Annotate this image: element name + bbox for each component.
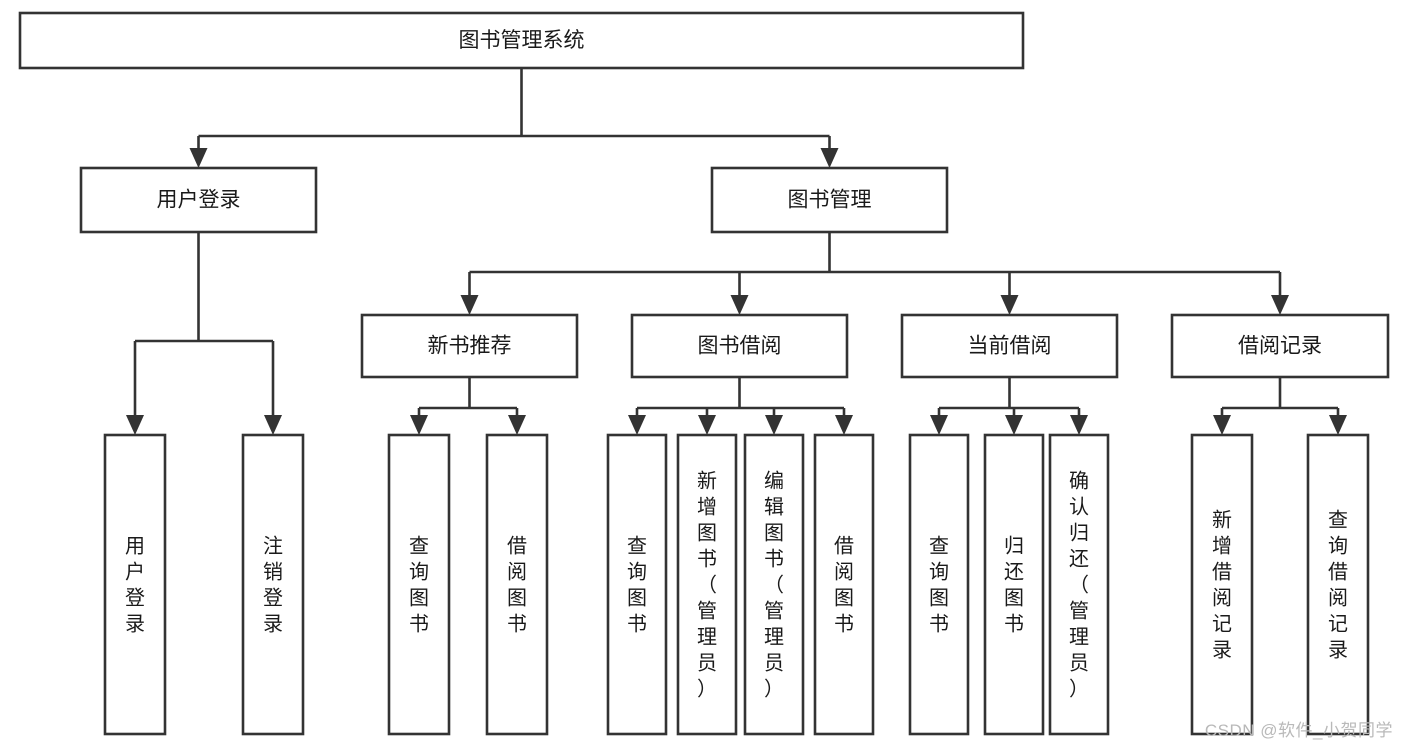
leaf-node-6-rect[interactable] xyxy=(676,433,738,736)
node-level3-3-rect[interactable] xyxy=(900,313,1119,379)
leaf-node-11-rect[interactable] xyxy=(1048,433,1110,736)
leaf-node-13[interactable]: 查询借阅记录 xyxy=(1306,433,1370,736)
watermark-label: CSDN @软件_小贺同学 xyxy=(1204,721,1393,740)
arrow-head-icon xyxy=(835,415,853,435)
node-level2-2-label: 图书管理 xyxy=(788,189,872,212)
arrow-head-icon xyxy=(189,148,208,168)
leaf-node-3-rect[interactable] xyxy=(387,433,451,736)
node-root-book-management-system[interactable]: 图书管理系统 xyxy=(18,11,1025,70)
node-level3-4-rect[interactable] xyxy=(1170,313,1390,379)
leaf-node-1-label: 用户登录 xyxy=(125,536,145,636)
leaf-node-4-rect[interactable] xyxy=(485,433,549,736)
node-level3-2-label: 图书借阅 xyxy=(698,335,782,358)
arrow-head-icon xyxy=(1329,415,1347,435)
leaf-node-7-label: 编辑图书（管理员） xyxy=(764,470,784,701)
leaf-node-13-rect[interactable] xyxy=(1306,433,1370,736)
node-level3-3-label: 当前借阅 xyxy=(968,335,1052,358)
leaf-node-3[interactable]: 查询图书 xyxy=(387,433,451,736)
leaf-node-2-rect[interactable] xyxy=(241,433,305,736)
arrow-head-icon xyxy=(730,295,749,315)
arrow-head-icon xyxy=(1005,415,1023,435)
leaf-node-3-label: 查询图书 xyxy=(409,535,429,636)
leaf-node-11[interactable]: 确认归还（管理员） xyxy=(1048,433,1110,736)
arrow-head-icon xyxy=(1070,415,1088,435)
leaf-node-9[interactable]: 查询图书 xyxy=(908,433,970,736)
arrow-head-icon xyxy=(1213,415,1231,435)
leaf-node-8-rect[interactable] xyxy=(813,433,875,736)
leaf-node-12-label: 新增借阅记录 xyxy=(1212,509,1232,662)
leaf-node-10-label: 归还图书 xyxy=(1004,535,1024,636)
arrow-head-icon xyxy=(698,415,716,435)
leaf-node-5-rect[interactable] xyxy=(606,433,668,736)
node-level2-1[interactable]: 用户登录 xyxy=(79,166,318,234)
node-level3-2-rect[interactable] xyxy=(630,313,849,379)
arrow-head-icon xyxy=(820,148,839,168)
arrow-head-icon xyxy=(930,415,948,435)
leaf-node-5-label: 查询图书 xyxy=(627,535,647,636)
node-level3-4-label: 借阅记录 xyxy=(1238,335,1322,358)
connector-layer xyxy=(126,68,1347,435)
leaf-node-2[interactable]: 注销登录 xyxy=(241,433,305,736)
leaf-node-1-rect[interactable] xyxy=(103,433,167,736)
node-level2-1-label: 用户登录 xyxy=(157,189,241,212)
leaf-node-13-label: 查询借阅记录 xyxy=(1328,509,1348,662)
arrow-head-icon xyxy=(1271,295,1289,315)
node-root-book-management-system-rect[interactable] xyxy=(18,11,1025,70)
leaf-node-4-label: 借阅图书 xyxy=(507,535,527,636)
arrow-head-icon xyxy=(460,295,479,315)
arrow-head-icon xyxy=(765,415,783,435)
arrow-head-icon xyxy=(628,415,646,435)
node-level2-2-rect[interactable] xyxy=(710,166,949,234)
node-level3-3[interactable]: 当前借阅 xyxy=(900,313,1119,379)
leaf-node-9-label: 查询图书 xyxy=(929,535,949,636)
node-level3-1-rect[interactable] xyxy=(360,313,579,379)
leaf-node-6-label: 新增图书（管理员） xyxy=(697,470,717,701)
leaf-node-11-label: 确认归还（管理员） xyxy=(1069,470,1089,701)
leaf-node-10[interactable]: 归还图书 xyxy=(983,433,1045,736)
node-level3-1-label: 新书推荐 xyxy=(428,335,512,358)
leaf-node-12[interactable]: 新增借阅记录 xyxy=(1190,433,1254,736)
leaf-node-1[interactable]: 用户登录 xyxy=(103,433,167,736)
arrow-head-icon xyxy=(410,415,428,435)
leaf-node-6[interactable]: 新增图书（管理员） xyxy=(676,433,738,736)
leaf-node-7-rect[interactable] xyxy=(743,433,805,736)
leaf-node-9-rect[interactable] xyxy=(908,433,970,736)
arrow-head-icon xyxy=(264,415,282,435)
node-level2-2[interactable]: 图书管理 xyxy=(710,166,949,234)
node-level2-1-rect[interactable] xyxy=(79,166,318,234)
leaf-node-10-rect[interactable] xyxy=(983,433,1045,736)
node-layer: 图书管理系统用户登录图书管理新书推荐图书借阅当前借阅借阅记录用户登录注销登录查询… xyxy=(18,11,1390,736)
arrow-head-icon xyxy=(508,415,526,435)
leaf-node-12-rect[interactable] xyxy=(1190,433,1254,736)
arrow-head-icon xyxy=(126,415,144,435)
leaf-node-8[interactable]: 借阅图书 xyxy=(813,433,875,736)
node-level3-1[interactable]: 新书推荐 xyxy=(360,313,579,379)
arrow-head-icon xyxy=(1000,295,1019,315)
node-root-book-management-system-label: 图书管理系统 xyxy=(459,29,585,52)
leaf-node-5[interactable]: 查询图书 xyxy=(606,433,668,736)
leaf-node-4[interactable]: 借阅图书 xyxy=(485,433,549,736)
node-level3-2[interactable]: 图书借阅 xyxy=(630,313,849,379)
leaf-node-8-label: 借阅图书 xyxy=(834,535,854,636)
node-level3-4[interactable]: 借阅记录 xyxy=(1170,313,1390,379)
leaf-node-2-label: 注销登录 xyxy=(263,535,283,636)
leaf-node-7[interactable]: 编辑图书（管理员） xyxy=(743,433,805,736)
